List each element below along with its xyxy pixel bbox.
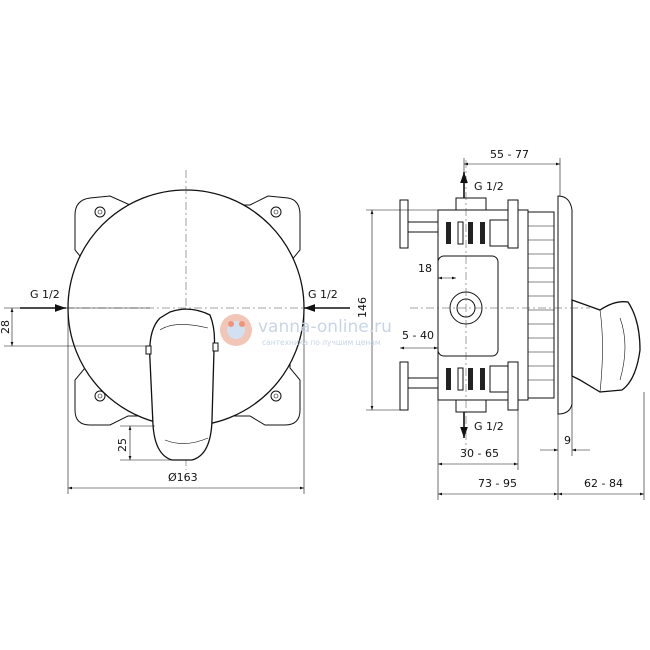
dim-9-label: 9 — [564, 434, 571, 447]
top-outlet-label: G 1/2 — [474, 180, 504, 193]
dim-25-line — [120, 425, 172, 461]
dim-146-line — [366, 209, 438, 411]
dim-25-label: 25 — [116, 438, 129, 452]
lever-handle — [145, 308, 219, 461]
dim-30-65-line — [437, 400, 519, 470]
dim-55-77-label: 55 - 77 — [490, 148, 529, 161]
side-lever-handle — [571, 299, 641, 393]
watermark-domain: vanna-online.ru — [258, 317, 392, 337]
watermark-logo-icon — [220, 314, 252, 346]
dim-diameter-line — [67, 308, 305, 494]
inlet-right-label: G 1/2 — [308, 288, 338, 301]
watermark: vanna-online.ru сантехника по лучшим цен… — [220, 314, 392, 347]
dim-73-95-label: 73 - 95 — [478, 477, 517, 490]
dim-18-label: 18 — [418, 262, 432, 275]
mounting-plate — [74, 195, 301, 426]
dim-55-77-line — [463, 158, 561, 196]
front-view: G 1/2 G 1/2 28 25 Ø163 — [0, 170, 350, 494]
bottom-outlet-label: G 1/2 — [474, 420, 504, 433]
dim-5-40-label: 5 - 40 — [402, 329, 434, 342]
dim-28-label: 28 — [0, 320, 12, 334]
inlet-left-label: G 1/2 — [30, 288, 60, 301]
valve-body — [399, 195, 573, 415]
dim-30-65-label: 30 - 65 — [460, 447, 499, 460]
side-view: G 1/2 G 1/2 55 - 77 146 18 5 - 40 9 30 -… — [356, 148, 645, 500]
watermark-tagline: сантехника по лучшим ценам — [262, 338, 381, 347]
dim-28-line — [4, 307, 150, 347]
dim-9-line — [540, 404, 590, 456]
dim-62-84-label: 62 - 84 — [584, 477, 623, 490]
dim-62-84-line — [558, 392, 645, 500]
dim-146-label: 146 — [356, 297, 369, 318]
diameter-label: Ø163 — [168, 471, 198, 484]
